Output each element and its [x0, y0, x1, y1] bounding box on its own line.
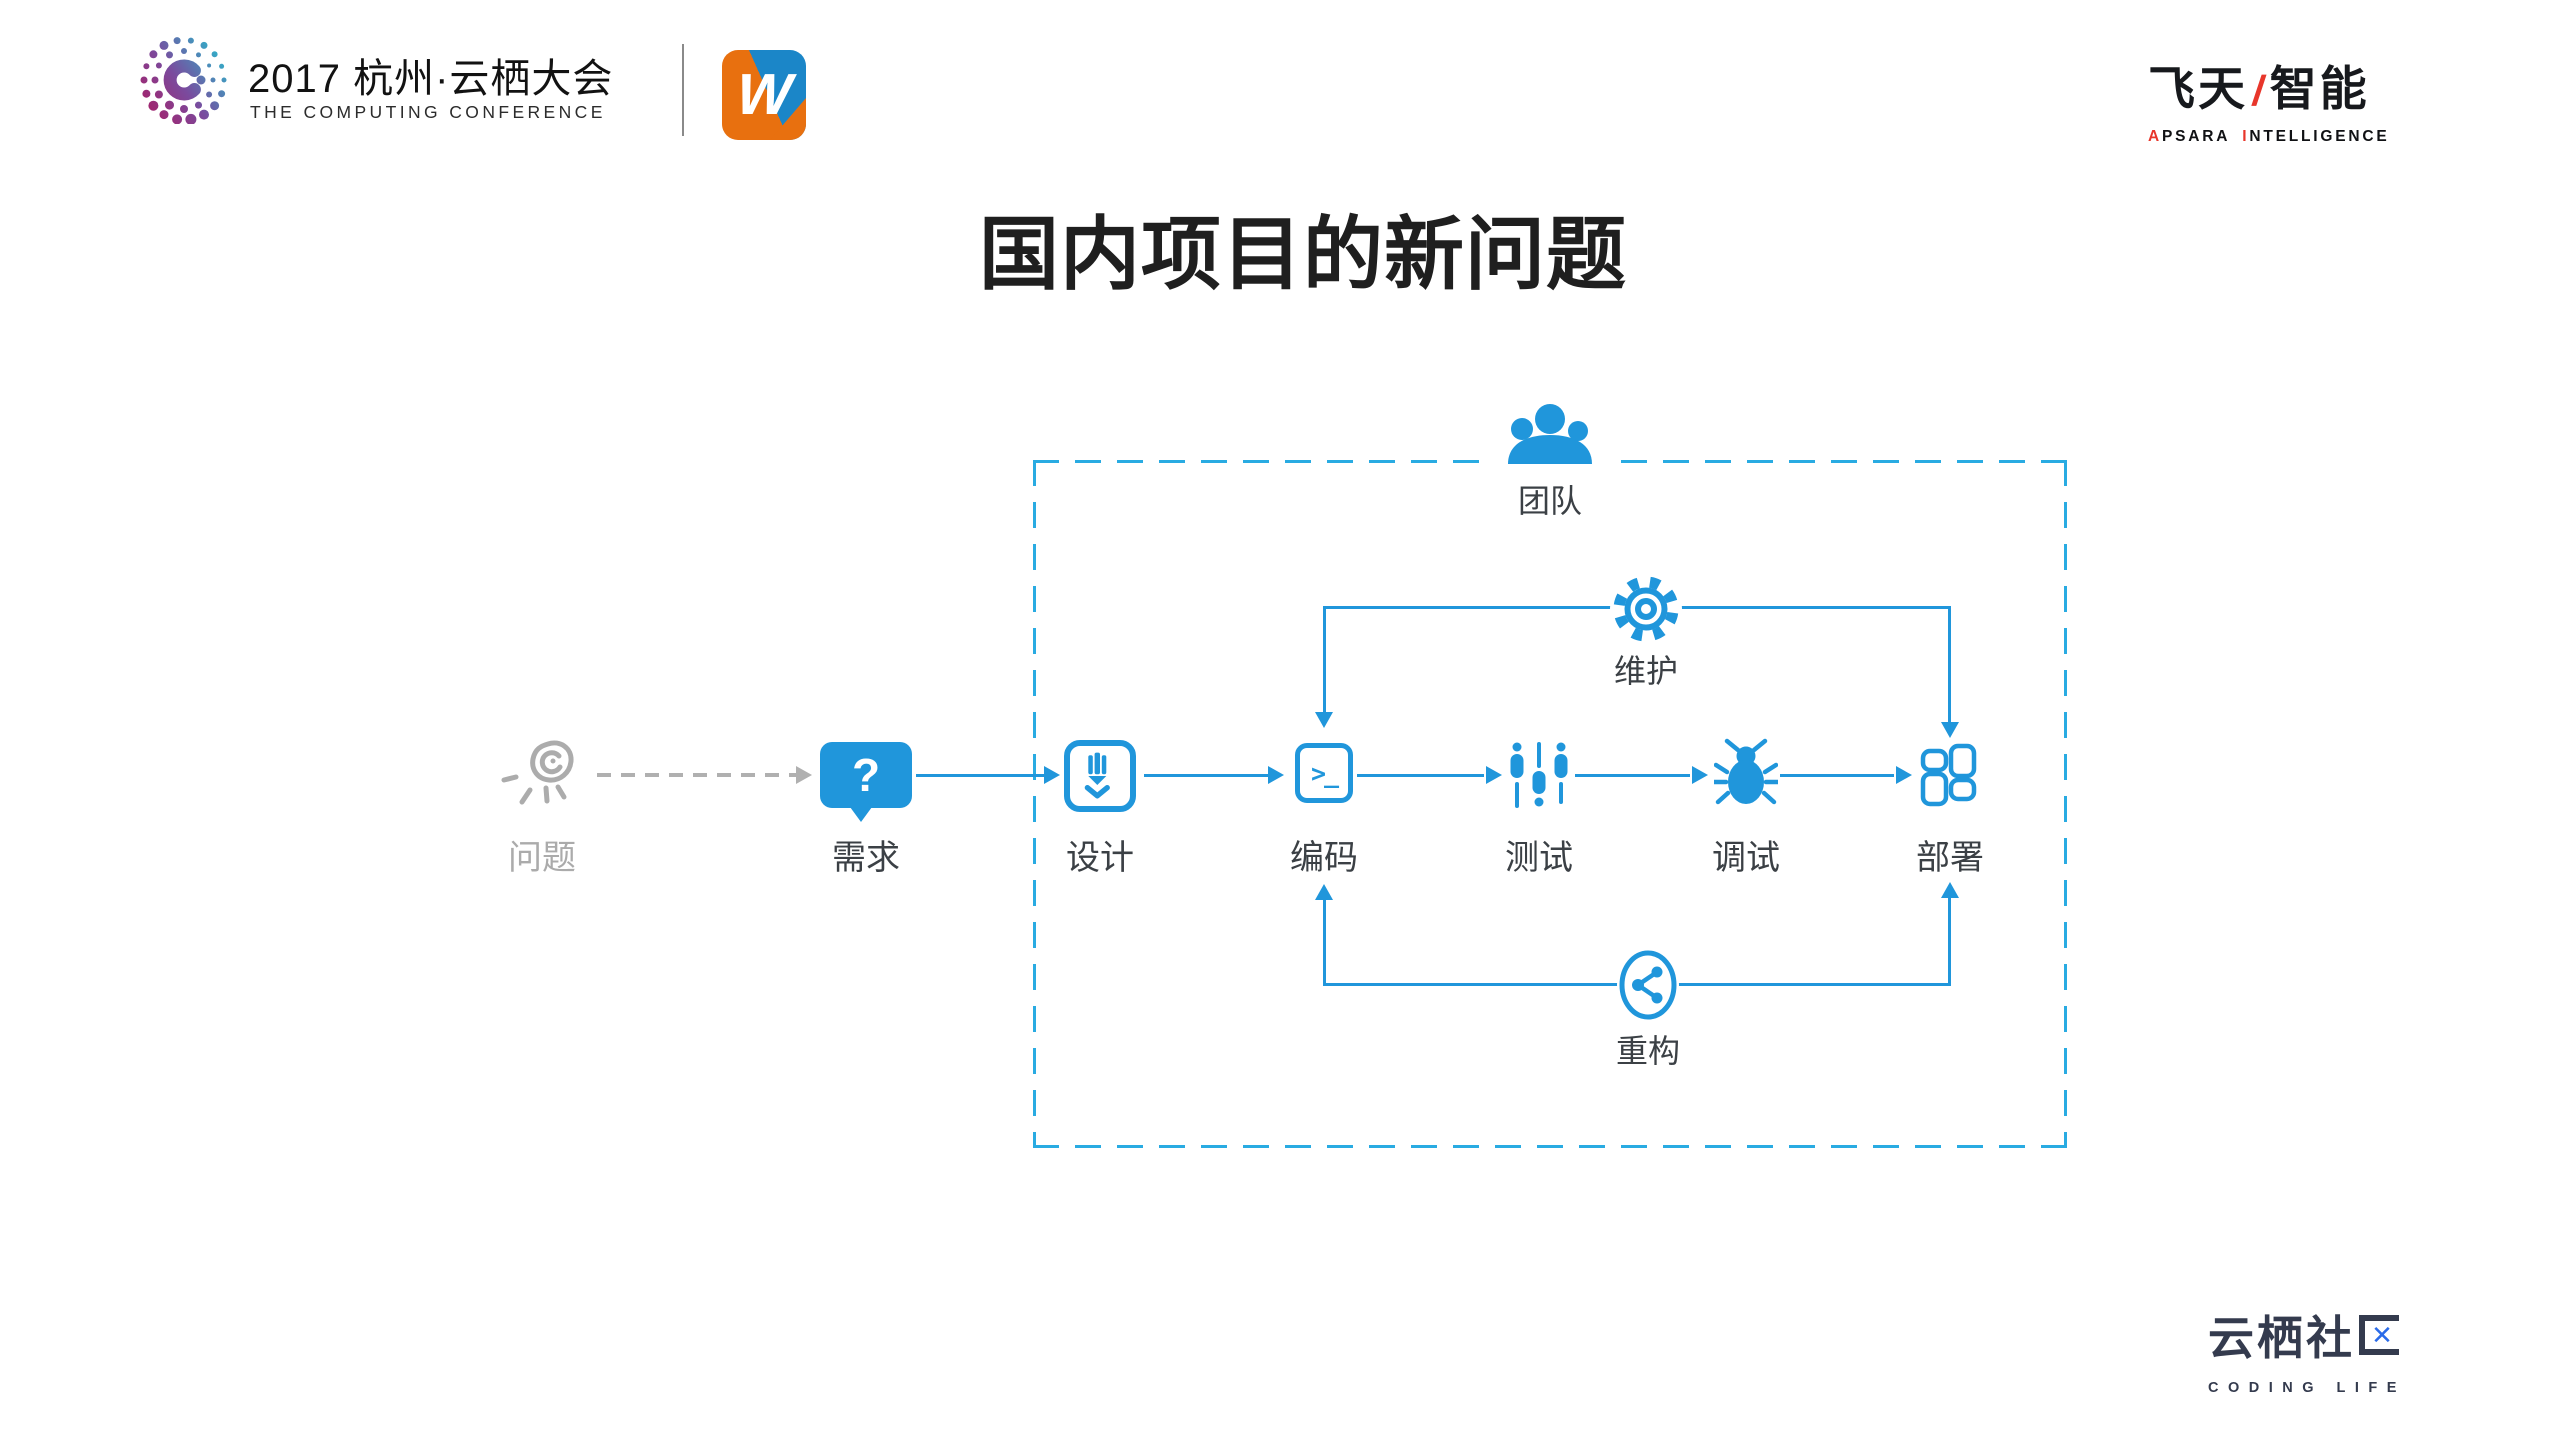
apsara-cn-line: 飞天 / 智能 [2148, 50, 2390, 119]
community-name-text: 云栖社 [2208, 1312, 2355, 1364]
computing-conference-sphere-icon [140, 37, 227, 124]
apsara-slash: / [2249, 67, 2269, 114]
team-label: 团队 [1517, 483, 1582, 519]
apsara-en-line: APSARA INTELLIGENCE [2148, 128, 2390, 146]
maintenance-arrow-into-coding [1315, 712, 1333, 728]
coding-label: 编码 [1290, 839, 1358, 877]
requirement-label: 需求 [832, 839, 900, 877]
team-people-icon [1508, 404, 1592, 464]
refactoring-share-icon [1617, 947, 1679, 1023]
bubble-tail [850, 807, 872, 822]
arrow-design-coding-line [1144, 774, 1268, 777]
coding-terminal-icon: >_ [1295, 743, 1353, 803]
team-node [1494, 402, 1606, 468]
arrow-testing-debugging-head [1692, 766, 1708, 784]
arrow-requirement-design-line [916, 774, 1044, 777]
arrow-requirement-design-head [1044, 766, 1060, 784]
w-badge-letter: W [728, 62, 800, 127]
community-x-icon: ✕ [2371, 1320, 2393, 1350]
arrow-debugging-deployment-line [1780, 774, 1894, 777]
boundary-left-edge [1033, 460, 1036, 1148]
testing-sliders-icon [1510, 742, 1568, 808]
header-divider [682, 44, 684, 136]
apsara-cn-right: 智能 [2269, 62, 2370, 115]
apsara-en-i: I [2242, 128, 2250, 145]
community-logo: 云栖社 ✕ CODING LIFE [2208, 1302, 2406, 1396]
requirement-bubble-icon: ? [820, 742, 912, 822]
refactoring-loop-right-line [1948, 896, 1951, 986]
maintenance-gear-icon [1610, 573, 1682, 645]
arrow-coding-testing-line [1357, 774, 1484, 777]
refactoring-label: 重构 [1615, 1033, 1680, 1069]
community-tagline: CODING LIFE [2208, 1380, 2406, 1396]
debugging-bug-icon [1714, 738, 1778, 805]
refactoring-arrow-into-deployment [1941, 882, 1959, 898]
testing-label: 测试 [1505, 839, 1573, 877]
arrow-debugging-deployment-head [1896, 766, 1912, 784]
boundary-bottom-edge [1033, 1145, 2067, 1148]
design-label: 设计 [1066, 839, 1134, 877]
apsara-en-psara: PSARA [2162, 128, 2231, 145]
deployment-label: 部署 [1916, 839, 1984, 877]
design-pen-icon [1064, 740, 1136, 812]
page-title: 国内项目的新问题 [979, 210, 1627, 299]
maintenance-loop-left-line [1323, 606, 1326, 712]
debugging-label: 调试 [1712, 839, 1780, 877]
arrow-testing-debugging-line [1575, 774, 1690, 777]
deployment-grid-icon [1920, 743, 1977, 807]
arrow-coding-testing-head [1486, 766, 1502, 784]
arrow-design-coding-head [1268, 766, 1284, 784]
apsara-en-a: A [2148, 128, 2162, 145]
boundary-right-edge [2064, 460, 2067, 1148]
apsara-logo: 飞天 / 智能 APSARA INTELLIGENCE [2148, 50, 2390, 146]
question-mark-glyph: ? [851, 749, 881, 801]
problem-label: 问题 [508, 839, 576, 877]
community-x-box: ✕ [2359, 1315, 2399, 1355]
community-name-row: 云栖社 ✕ [2208, 1302, 2406, 1368]
arrow-problem-requirement-line [597, 773, 797, 777]
arrow-problem-requirement-head [796, 766, 812, 784]
conference-title: 2017 杭州·云栖大会 [248, 57, 614, 101]
apsara-en-ntelligence: NTELLIGENCE [2249, 128, 2390, 145]
w-badge-icon: W [722, 50, 806, 140]
refactoring-arrow-into-coding [1315, 884, 1333, 900]
maintenance-label: 维护 [1613, 653, 1678, 689]
apsara-cn-left: 飞天 [2148, 62, 2248, 115]
conference-subtitle: THE COMPUTING CONFERENCE [250, 102, 606, 122]
terminal-prompt-glyph: >_ [1310, 758, 1339, 788]
refactoring-loop-left-line [1323, 898, 1326, 986]
maintenance-loop-right-line [1948, 606, 1951, 722]
problem-sketch-icon [501, 740, 574, 805]
maintenance-arrow-into-deployment [1941, 722, 1959, 738]
